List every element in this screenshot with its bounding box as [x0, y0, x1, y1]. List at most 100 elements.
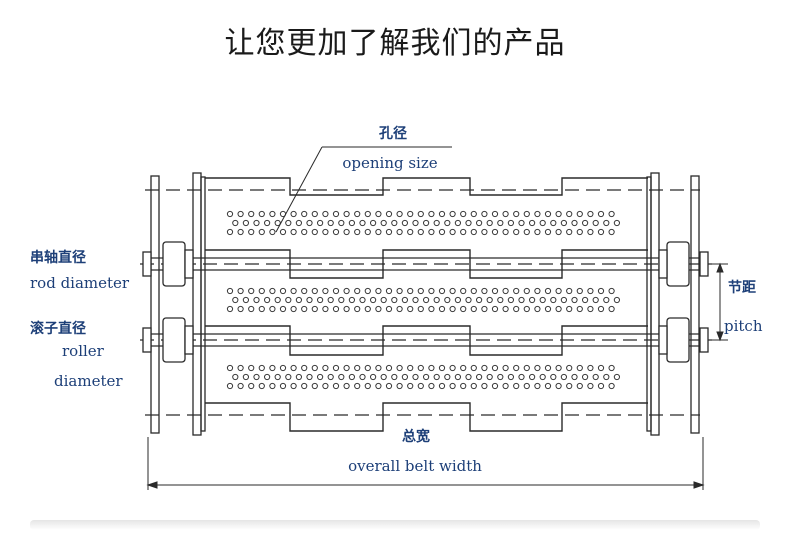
- perforation-hole: [226, 210, 234, 218]
- perforation-hole: [322, 210, 329, 218]
- perforation-hole: [491, 287, 499, 295]
- perforation-hole: [481, 305, 488, 313]
- perforation-hole: [513, 228, 520, 236]
- perforation-hole: [237, 305, 244, 313]
- perforation-hole: [587, 287, 594, 295]
- perforation-hole: [433, 219, 440, 227]
- perforation-hole: [370, 296, 377, 304]
- perforation-hole: [285, 373, 292, 381]
- perforation-hole: [380, 296, 387, 304]
- perforation-hole: [438, 210, 446, 218]
- opening-size-label-en: opening size: [342, 154, 437, 172]
- perforation-hole: [438, 228, 446, 236]
- perforation-hole: [518, 373, 525, 381]
- perforation-hole: [417, 287, 424, 295]
- perforation-hole: [385, 287, 393, 295]
- perforation-hole: [343, 305, 350, 313]
- perforation-hole: [486, 219, 493, 227]
- perforation-hole: [226, 305, 234, 313]
- perforation-hole: [317, 373, 324, 381]
- perforation-hole: [295, 219, 302, 227]
- perforation-hole: [311, 287, 318, 295]
- perforation-hole: [285, 296, 292, 304]
- perforation-hole: [523, 210, 530, 218]
- perforation-hole: [242, 296, 249, 304]
- perforation-hole: [470, 228, 477, 236]
- perforation-hole: [481, 210, 488, 218]
- perforation-hole: [343, 364, 350, 372]
- perforation-hole: [279, 382, 287, 390]
- shaft-rods: [144, 257, 708, 347]
- perforation-hole: [539, 373, 546, 381]
- opening-size-leader: [275, 146, 452, 233]
- perforation-hole: [550, 296, 557, 304]
- perforation-hole: [603, 373, 610, 381]
- perforation-hole: [332, 210, 340, 218]
- perforation-hole: [412, 373, 419, 381]
- perforation-hole: [295, 296, 302, 304]
- perforation-hole: [423, 296, 430, 304]
- overall-width-dimension: [146, 437, 705, 490]
- perforation-hole: [444, 296, 451, 304]
- perforation-hole: [258, 382, 265, 390]
- perforation-hole: [491, 364, 499, 372]
- perforation-hole: [486, 373, 493, 381]
- perforation-hole: [248, 287, 255, 295]
- perforation-hole: [438, 364, 446, 372]
- perforation-hole: [253, 373, 260, 381]
- perforation-hole: [338, 219, 345, 227]
- perforation-hole: [491, 382, 499, 390]
- perforation-hole: [571, 373, 578, 381]
- perforation-hole: [258, 228, 265, 236]
- perforation-hole: [375, 287, 382, 295]
- perforation-hole: [311, 228, 318, 236]
- overall-width-label-cn: 总宽: [402, 428, 430, 445]
- perforation-hole: [343, 210, 350, 218]
- perforation-hole: [396, 382, 403, 390]
- perforation-hole: [322, 287, 329, 295]
- perforation-hole: [338, 373, 345, 381]
- perforation-hole: [613, 373, 621, 381]
- perforation-hole: [322, 382, 329, 390]
- perforation-hole: [460, 382, 467, 390]
- perforation-hole: [375, 364, 382, 372]
- perforation-hole: [354, 210, 361, 218]
- perforation-hole: [301, 228, 308, 236]
- perforation-hole: [582, 373, 589, 381]
- perforation-hole: [385, 305, 393, 313]
- perforation-hole: [566, 228, 573, 236]
- perforation-hole: [332, 305, 340, 313]
- perforation-hole: [375, 305, 382, 313]
- perforation-hole: [359, 373, 366, 381]
- perforation-hole: [513, 305, 520, 313]
- perforation-hole: [407, 382, 414, 390]
- perforation-hole: [587, 210, 594, 218]
- perforation-hole: [401, 219, 408, 227]
- perforation-hole: [306, 296, 313, 304]
- perforation-hole: [465, 296, 472, 304]
- perforation-hole: [295, 373, 302, 381]
- perforation-hole: [375, 228, 382, 236]
- perforation-hole: [348, 373, 355, 381]
- perforation-hole: [417, 210, 424, 218]
- perforation-hole: [608, 305, 615, 313]
- perforation-hole: [502, 228, 509, 236]
- perforation-hole: [343, 287, 350, 295]
- right-side-plates: [646, 172, 700, 436]
- perforation-hole: [338, 296, 345, 304]
- perforation-hole: [576, 228, 583, 236]
- perforation-hole: [359, 296, 366, 304]
- perforation-hole: [476, 296, 483, 304]
- perforation-hole: [385, 210, 393, 218]
- perforation-hole: [481, 364, 488, 372]
- perforation-hole: [417, 382, 424, 390]
- perforation-hole: [407, 228, 414, 236]
- perforation-hole: [550, 373, 557, 381]
- perforation-hole: [544, 228, 552, 236]
- perforation-hole: [279, 364, 287, 372]
- perforation-hole: [444, 219, 451, 227]
- perforation-hole: [248, 228, 255, 236]
- perforation-hole: [423, 219, 430, 227]
- perforation-hole: [354, 287, 361, 295]
